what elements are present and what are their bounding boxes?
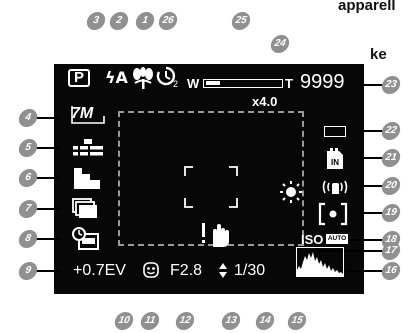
callout-24: 24: [269, 35, 291, 53]
resolution-indicator: 7M: [71, 105, 94, 122]
self-timer-icon: [156, 66, 176, 86]
callout-4: 4: [17, 109, 39, 127]
callout-5: 5: [17, 139, 39, 157]
leader-line-17: [318, 250, 384, 252]
anti-shake-icon: [322, 180, 348, 194]
macro-flower-icon: [133, 67, 153, 89]
callout-1: 1: [134, 12, 156, 30]
shutter-speed: 1/30: [234, 262, 266, 279]
callout-2: 2: [108, 12, 130, 30]
self-timer-sub: 2: [173, 79, 179, 89]
camera-shake-warning-icon: [202, 223, 229, 247]
svg-text:IN: IN: [331, 158, 339, 167]
callout-15: 15: [286, 312, 308, 330]
histogram-graph: [297, 252, 343, 276]
mode-indicator: P: [68, 69, 90, 87]
leader-line-22: [360, 130, 384, 132]
flash-mode-indicator: ϟA: [105, 68, 128, 87]
callout-6: 6: [17, 169, 39, 187]
callout-3: 3: [85, 12, 107, 30]
callout-26: 26: [157, 12, 179, 30]
resolution-frame-icon: [71, 106, 105, 124]
leader-line-20: [360, 185, 384, 187]
callout-9: 9: [17, 262, 39, 280]
leader-line-6: [36, 177, 60, 179]
callout-8: 8: [17, 230, 39, 248]
storage-internal-icon: IN: [327, 148, 343, 169]
leader-line-18: [346, 239, 384, 241]
sharpness-icon: [74, 168, 100, 189]
continuous-shot-icon: [72, 198, 97, 218]
shots-remaining: 9999: [300, 71, 345, 93]
focus-area-brackets: [184, 166, 238, 208]
focus-frame: [118, 111, 304, 246]
face-detect-icon: [143, 262, 159, 278]
zoom-tele-label: T: [285, 76, 293, 91]
leader-line-9: [36, 270, 60, 272]
leader-line-16: [346, 270, 384, 272]
leader-line-21: [360, 157, 384, 159]
header-subtitle: ke: [370, 46, 387, 63]
leader-line-8: [36, 238, 60, 240]
iso-label: ISO: [301, 232, 324, 247]
exposure-compensation: +0.7EV: [73, 262, 126, 279]
histogram-frame: [296, 247, 344, 277]
adjust-arrows-icon: [219, 263, 227, 278]
zoom-bar-fill: [206, 81, 220, 85]
leader-line-19: [360, 212, 384, 214]
aperture-value: F2.8: [170, 262, 203, 279]
callout-11: 11: [139, 312, 161, 330]
callout-7: 7: [17, 200, 39, 218]
date-stamp-icon: [72, 227, 99, 250]
zoom-value: x4.0: [252, 94, 278, 109]
callout-10: 10: [113, 312, 135, 330]
white-balance-sun-icon: [280, 181, 302, 203]
zoom-wide-label: W: [187, 76, 200, 91]
callout-19: 19: [380, 204, 402, 222]
leader-line-23: [360, 84, 384, 86]
callout-14: 14: [254, 312, 276, 330]
callout-25: 25: [230, 12, 252, 30]
metering-icon: [318, 202, 348, 226]
leader-line-7: [36, 208, 60, 210]
battery-icon: [324, 126, 346, 137]
quality-icon: [73, 139, 103, 157]
callout-13: 13: [220, 312, 242, 330]
callout-16: 16: [380, 262, 402, 280]
callout-21: 21: [380, 149, 402, 167]
leader-line-4: [36, 117, 60, 119]
callout-20: 20: [380, 177, 402, 195]
callout-23: 23: [380, 76, 402, 94]
header-title: apparell: [338, 0, 396, 14]
leader-line-5: [36, 147, 60, 149]
callout-12: 12: [174, 312, 196, 330]
zoom-bar: [203, 79, 283, 88]
callout-22: 22: [380, 122, 402, 140]
iso-value: AUTO: [326, 234, 348, 244]
